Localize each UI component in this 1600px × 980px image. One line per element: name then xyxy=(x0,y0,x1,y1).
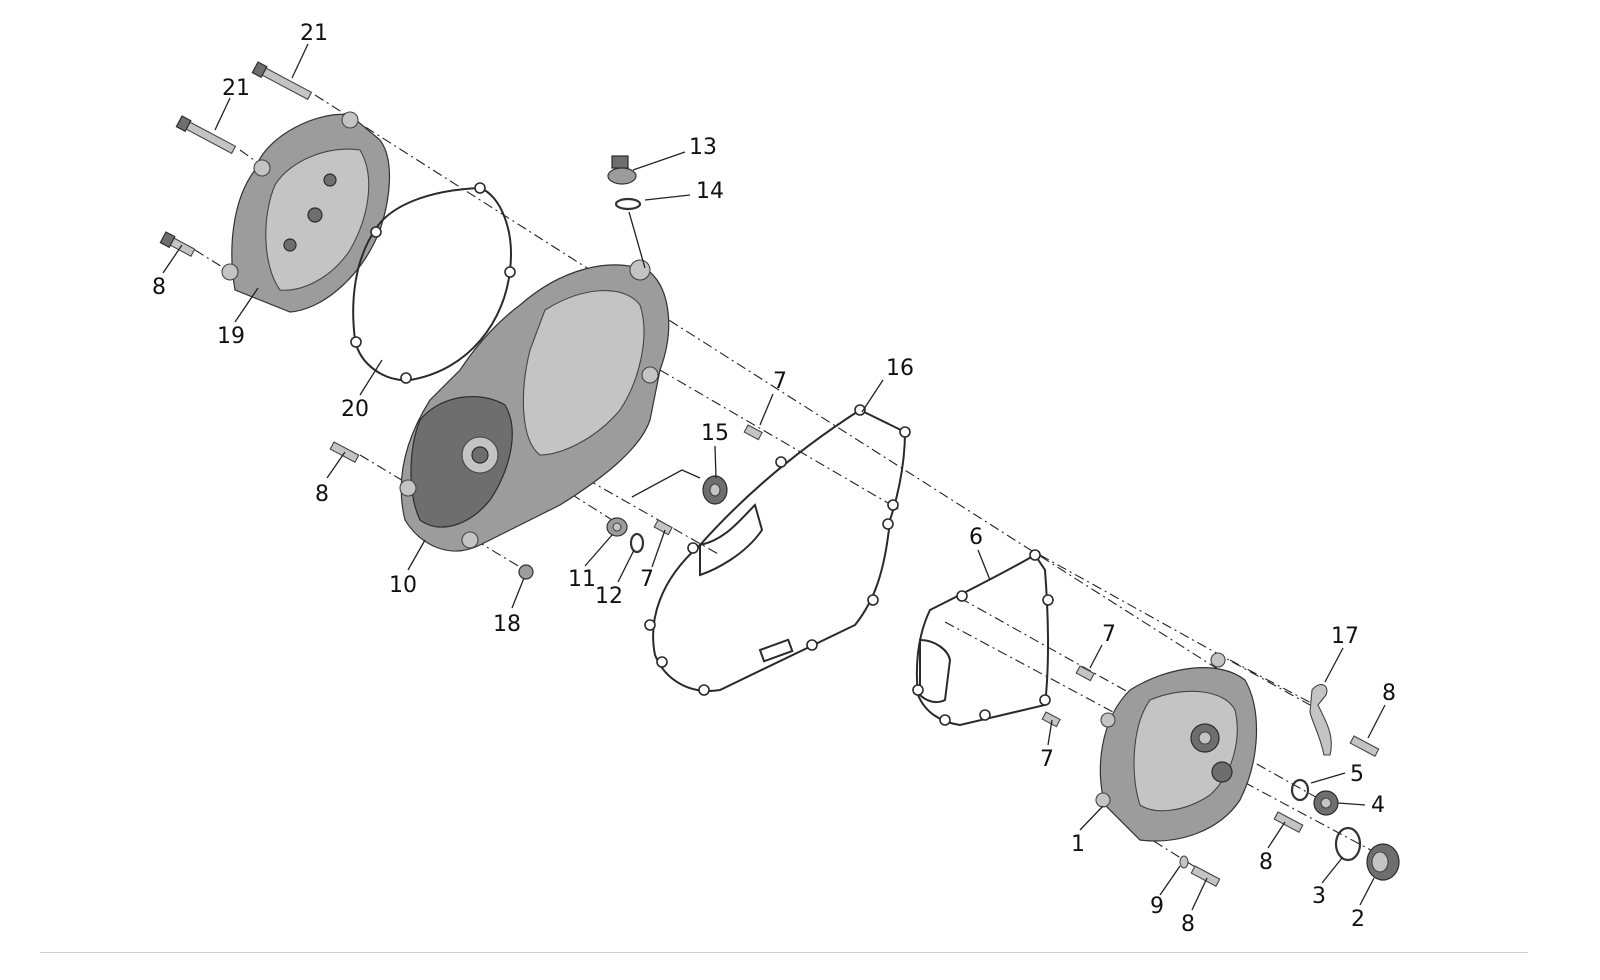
callout-18: 18 xyxy=(493,612,521,637)
part-16-gasket xyxy=(644,404,911,696)
small-parts-right xyxy=(1179,684,1400,887)
callout-21: 21 xyxy=(222,76,250,101)
part-20-gasket xyxy=(350,182,516,384)
callout-8: 8 xyxy=(315,482,329,507)
callout-4: 4 xyxy=(1371,793,1385,818)
part-6-gasket xyxy=(912,549,1054,727)
callout-20: 20 xyxy=(341,397,369,422)
callout-2: 2 xyxy=(1351,907,1365,932)
callout-1: 1 xyxy=(1071,832,1085,857)
bolts-top-left xyxy=(159,61,313,257)
callout-5: 5 xyxy=(1350,762,1364,787)
callout-10: 10 xyxy=(389,573,417,598)
callout-7: 7 xyxy=(1040,747,1054,772)
callout-11: 11 xyxy=(568,567,596,592)
part-19-clutch-cover xyxy=(221,111,390,313)
callout-8: 8 xyxy=(1259,850,1273,875)
callout-19: 19 xyxy=(217,324,245,349)
callout-13: 13 xyxy=(689,135,717,160)
part-10-clutch-housing xyxy=(399,259,670,552)
callout-7: 7 xyxy=(640,567,654,592)
callout-8: 8 xyxy=(1382,681,1396,706)
callout-9: 9 xyxy=(1150,894,1164,919)
callout-17: 17 xyxy=(1331,624,1359,649)
callout-15: 15 xyxy=(701,421,729,446)
callout-7: 7 xyxy=(1102,622,1116,647)
callout-14: 14 xyxy=(696,179,724,204)
callout-7: 7 xyxy=(773,369,787,394)
bottom-divider xyxy=(40,952,1528,953)
callout-8: 8 xyxy=(152,275,166,300)
callout-3: 3 xyxy=(1312,884,1326,909)
callout-16: 16 xyxy=(886,356,914,381)
leader-lines xyxy=(162,43,1386,911)
callout-12: 12 xyxy=(595,584,623,609)
callout-21: 21 xyxy=(300,21,328,46)
callout-6: 6 xyxy=(969,525,983,550)
part-1-stator-cover xyxy=(1095,652,1258,842)
callout-labels: 21 21 13 14 8 19 20 16 7 15 8 10 11 12 7… xyxy=(152,21,1396,937)
part-13-14-plug xyxy=(607,155,642,211)
callout-8: 8 xyxy=(1181,912,1195,937)
dowels-right xyxy=(1041,665,1095,728)
